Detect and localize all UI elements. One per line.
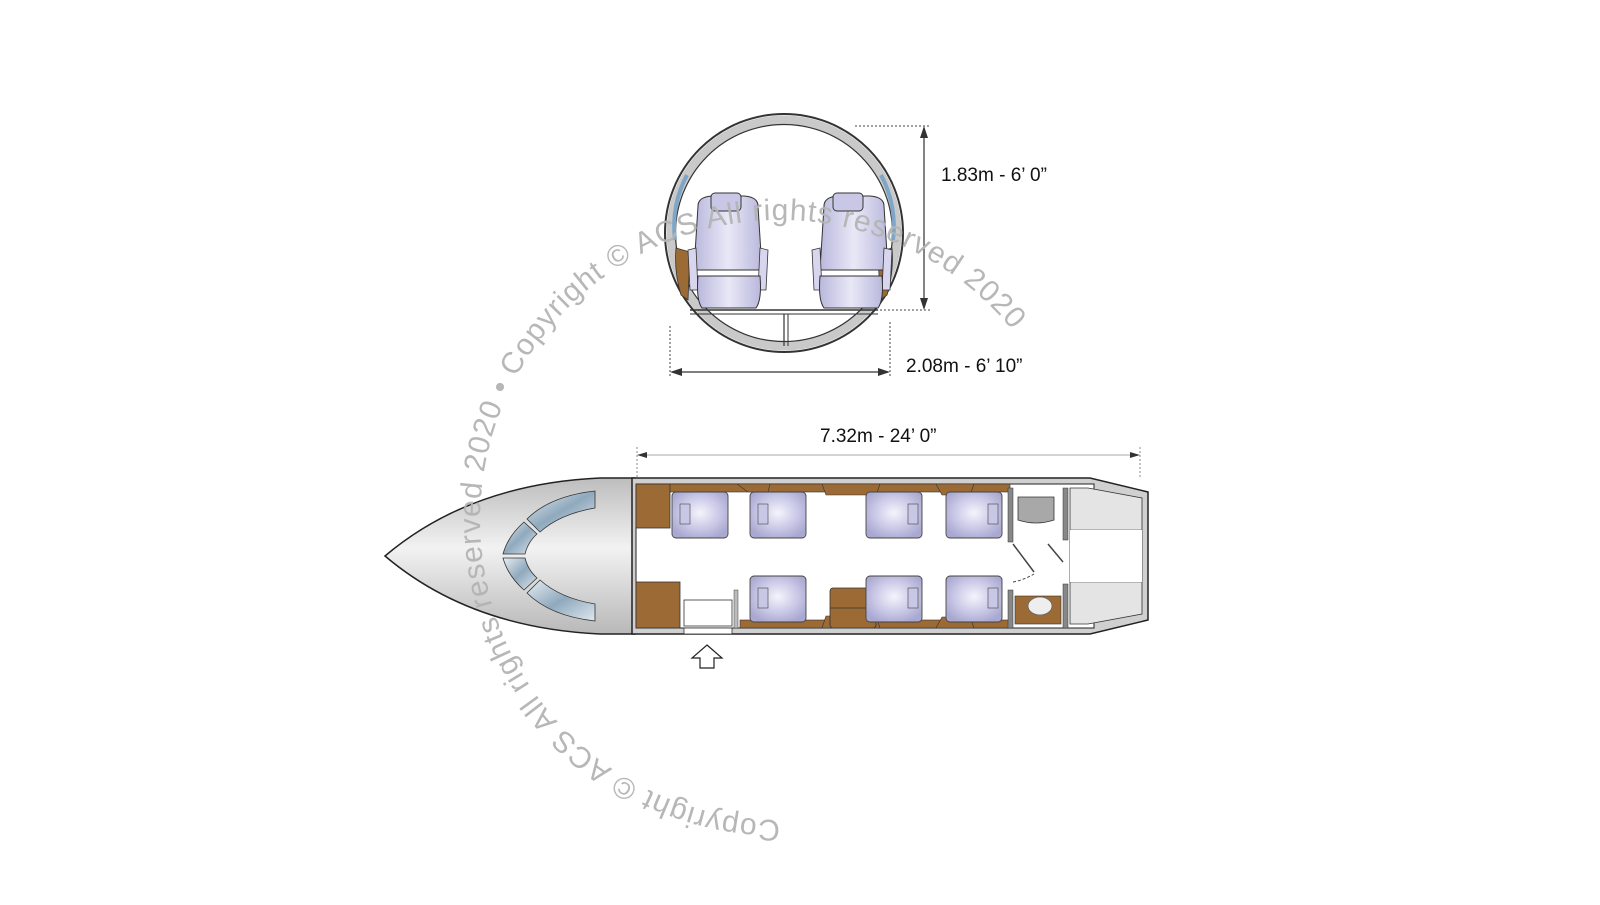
cabin-length-label: 7.32m - 24’ 0” xyxy=(820,426,937,447)
cabin-width-label: 2.08m - 6’ 10” xyxy=(906,356,1023,377)
passenger-seat xyxy=(865,575,923,623)
passenger-seat xyxy=(945,575,1003,623)
floor-plan xyxy=(383,477,1149,635)
cross-seat-right xyxy=(811,192,893,309)
cross-section xyxy=(664,113,930,378)
cabin-height-label: 1.83m - 6’ 0” xyxy=(941,165,1047,186)
cockpit-windows xyxy=(502,490,596,622)
passenger-seat xyxy=(945,491,1003,539)
lavatory xyxy=(1007,487,1069,629)
passenger-seat xyxy=(749,575,807,623)
passenger-seat xyxy=(671,491,729,539)
passenger-seat xyxy=(749,491,807,539)
passenger-seat xyxy=(865,491,923,539)
length-dimension xyxy=(636,447,1141,478)
entry-arrow-icon xyxy=(690,644,724,669)
baggage-compartment xyxy=(1069,487,1143,625)
cross-seat-left xyxy=(687,192,769,309)
